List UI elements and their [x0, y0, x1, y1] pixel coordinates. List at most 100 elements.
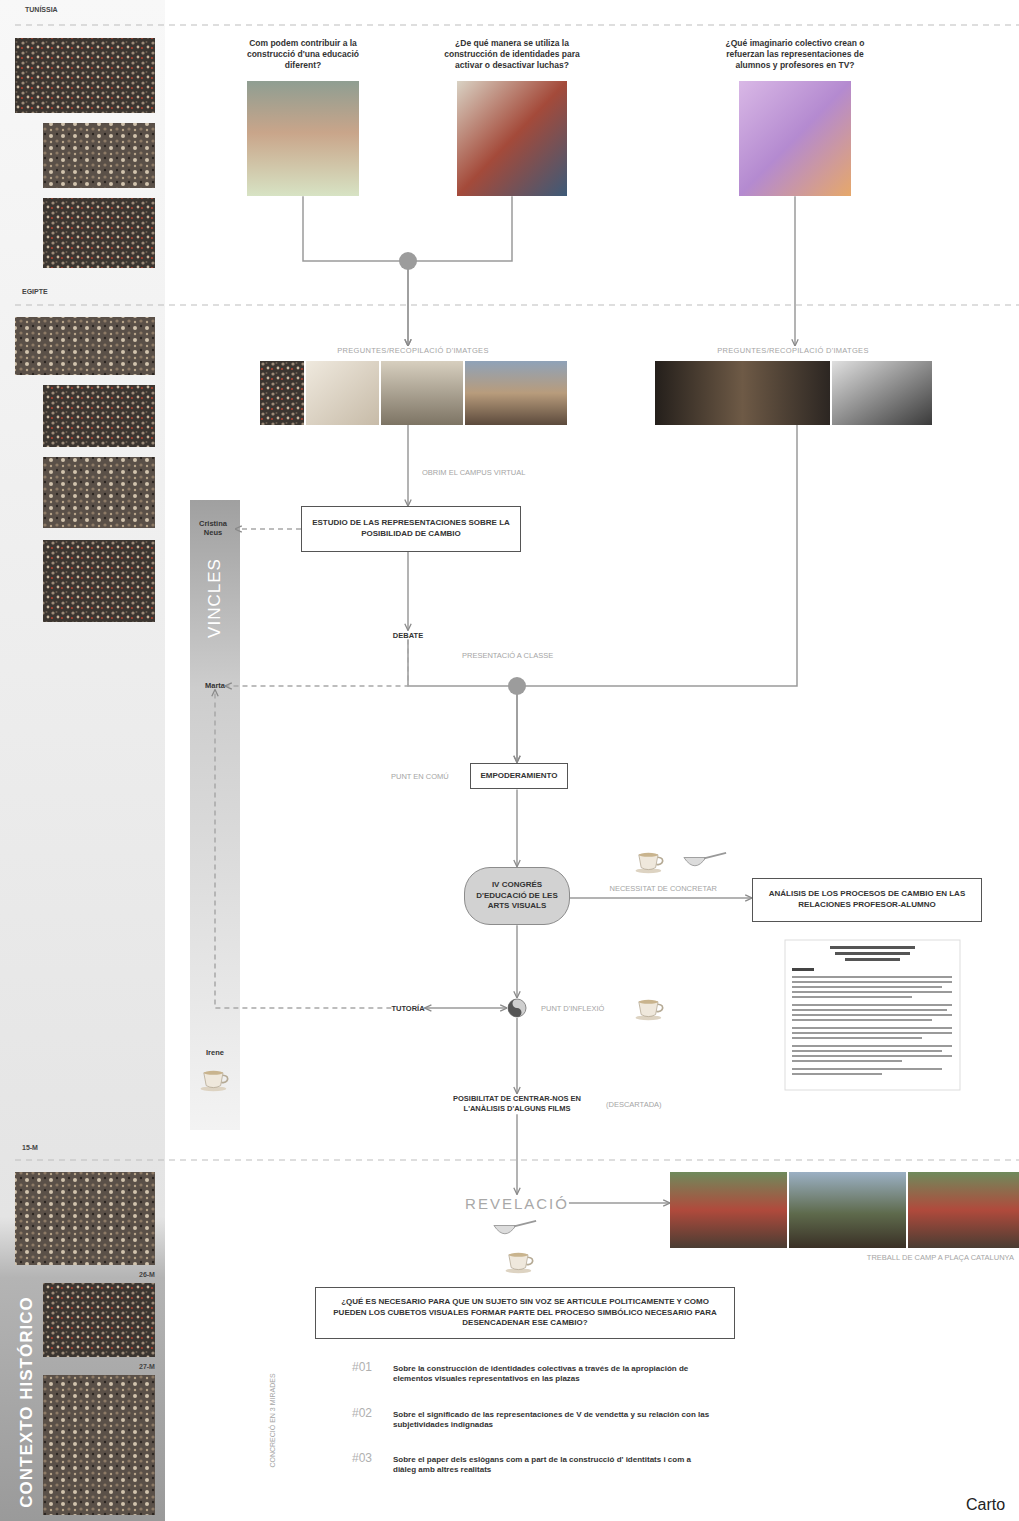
photo: [832, 361, 932, 425]
connector: [794, 196, 796, 346]
edge-label: NECESSITAT DE CONCRETAR: [608, 884, 719, 893]
circle-outline: [508, 999, 526, 1017]
node-text: PREGUNTES/RECOPILACIÓ D'IMATGES: [655, 346, 932, 355]
photo: [15, 317, 155, 375]
photo: [247, 81, 359, 196]
node-text: ANÁLISIS DE LOS PROCESOS DE CAMBIO EN LA…: [763, 889, 971, 911]
item-number: #02: [352, 1406, 372, 1420]
person-name: Irene: [206, 1048, 224, 1057]
document-line: [792, 1050, 942, 1052]
item-text: Sobre el significado de las representaci…: [393, 1410, 713, 1431]
fieldwork-photos: TREBALL DE CAMP A PLAÇA CATALUNYA: [670, 1172, 1019, 1262]
node-text: ¿Qué imaginario colectivo crean o refuer…: [715, 38, 875, 71]
inflection-point: PUNT D'INFLEXIÓ: [507, 998, 604, 1018]
node-text: IV CONGRÉS D'EDUCACIÓ DE LES ARTS VISUAL…: [473, 880, 561, 912]
photo-strip: [260, 361, 567, 425]
photo: [465, 361, 567, 425]
photo: [15, 1172, 155, 1265]
junction-dot: [399, 252, 417, 270]
connector: [516, 789, 518, 866]
junction-dot: [508, 677, 526, 695]
step-text: TUTORÍA: [391, 1004, 424, 1013]
node-text: PREGUNTES/RECOPILACIÓ D'IMATGES: [260, 346, 567, 355]
vincles-band: VINCLESCristina NeusMartaIrene: [190, 500, 240, 1130]
person-name: Marta: [205, 681, 225, 690]
photo: [655, 361, 830, 425]
document-line: [835, 952, 910, 955]
photo: [43, 385, 155, 447]
node-text: ESTUDIO DE LAS REPRESENTACIONES SOBRE LA…: [312, 518, 510, 540]
document-line: [792, 1045, 952, 1047]
photo: [15, 38, 155, 113]
period-separators: [15, 25, 1019, 1160]
photo: [670, 1172, 787, 1248]
document-line: [792, 1014, 952, 1016]
item-number: #01: [352, 1360, 372, 1374]
photo: [306, 361, 379, 425]
inflection-circle: [507, 998, 527, 1018]
cup-icon: [201, 1071, 228, 1091]
document-line: [792, 1009, 947, 1011]
document-line: [792, 1019, 932, 1021]
node-text: Cristina Neus: [191, 519, 235, 537]
separator-line: [15, 25, 1019, 26]
node-text: DEBATE: [393, 631, 423, 640]
node-text: REVELACIÓ: [465, 1195, 569, 1212]
photo-strip: [247, 81, 359, 196]
document-line: [792, 1027, 952, 1029]
document-line: [792, 1037, 922, 1039]
node-text: Irene: [206, 1048, 224, 1057]
connector: [516, 925, 518, 998]
photo-strip: [739, 81, 851, 196]
edge-label: PRESENTACIÓ A CLASSE: [460, 651, 555, 660]
period-label: TUNÍSSIA: [25, 6, 58, 13]
caption-fragment: Carto: [966, 1496, 1005, 1514]
photo: [43, 1283, 155, 1357]
photo: [43, 123, 155, 188]
person-name: Cristina Neus: [191, 519, 235, 537]
context-band: CONTEXTO HISTÓRICO: [0, 0, 165, 1521]
step-text: POSIBILITAT DE CENTRAR-NOS EN L'ANÀLISIS…: [434, 1094, 662, 1114]
node-text: POSIBILITAT DE CENTRAR-NOS EN L'ANÀLISIS…: [434, 1094, 600, 1114]
process-box: ANÁLISIS DE LOS PROCESOS DE CAMBIO EN LA…: [752, 878, 982, 922]
connector: [517, 425, 797, 763]
document-line: [792, 976, 952, 978]
item-text: Sobre la construcción de identidades col…: [393, 1364, 713, 1385]
document-line: [792, 1055, 952, 1057]
document-line: [792, 996, 912, 998]
node-text: Marta: [205, 681, 225, 690]
photo: [43, 1375, 155, 1515]
node-text: EMPODERAMIENTO: [480, 771, 557, 782]
photo-strip: [655, 361, 932, 425]
connector: [569, 1202, 670, 1204]
document-line: [792, 1004, 952, 1006]
photo: [457, 81, 567, 196]
connector: [516, 1114, 518, 1194]
period-label: EGIPTE: [22, 288, 48, 295]
cup-icon: [636, 853, 663, 873]
document-line: [845, 958, 900, 961]
circle-half: [508, 999, 522, 1017]
event-rounded-box: IV CONGRÉS D'EDUCACIÓ DE LES ARTS VISUAL…: [464, 867, 570, 925]
strainer-icon: [684, 853, 726, 866]
cup-icon: [636, 1000, 663, 1020]
period-label: 15-M: [22, 1144, 38, 1151]
revelation-text: REVELACIÓ: [465, 1195, 569, 1212]
document-line: [792, 968, 814, 971]
question-node: ¿De qué manera se utiliza la construcció…: [436, 38, 588, 196]
document-page: [785, 940, 960, 1090]
question-node: ¿Qué imaginario colectivo crean o refuer…: [715, 38, 875, 196]
connector: [425, 1007, 507, 1009]
photo: [43, 540, 155, 622]
connector: [516, 1018, 518, 1094]
node-text: ¿QUÉ ES NECESARIO PARA QUE UN SUJETO SIN…: [328, 1297, 722, 1329]
document-line: [792, 981, 952, 983]
photo: [43, 198, 155, 268]
photo: [908, 1172, 1019, 1248]
annotation: PUNT EN COMÚ: [391, 772, 449, 781]
node-text: TREBALL DE CAMP A PLAÇA CATALUNYA: [670, 1253, 1019, 1262]
document-line: [792, 1032, 952, 1034]
vertical-label: CONCRECIÓ EN 3 MIRADES: [269, 1373, 276, 1467]
node-text: (DESCARTADA): [606, 1100, 662, 1109]
photo-strip: [670, 1172, 1019, 1248]
